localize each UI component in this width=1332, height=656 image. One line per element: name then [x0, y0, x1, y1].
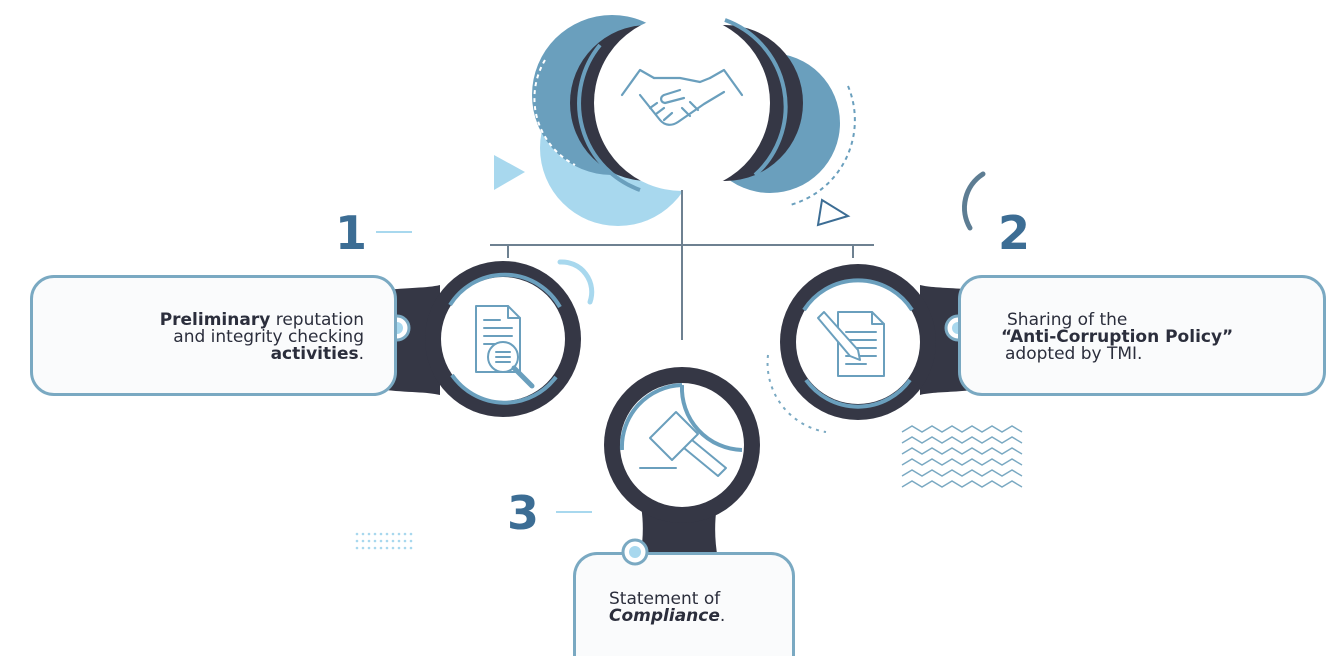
connector-dot-3 [621, 538, 649, 566]
step-2-policy-name: “Anti-Corruption Policy” [1001, 327, 1234, 347]
step-1-bold-end: activities [270, 344, 359, 364]
step-1-line-1: Preliminary reputation [33, 312, 364, 329]
step-3-card: Statement of Compliance. [573, 552, 795, 656]
step-number-3: 3 [507, 486, 540, 540]
step-1-period: . [358, 344, 364, 364]
step-1-line-2: and integrity checking [173, 327, 364, 347]
document-pencil-icon [817, 311, 885, 377]
handshake-icon [620, 68, 744, 126]
step-1-text-1: reputation [270, 310, 364, 330]
play-triangle-decor [494, 155, 525, 190]
node-3-shape [604, 367, 760, 585]
document-magnifier-icon [475, 305, 535, 389]
connector-lines [490, 190, 874, 340]
step-number-1: 1 [335, 206, 368, 260]
triangle-outline-decor [816, 198, 851, 227]
step-3-period: . [719, 606, 726, 626]
step-1-card: Preliminary reputation and integrity che… [30, 275, 397, 396]
step-3-line-1: Statement of [609, 589, 721, 609]
step-2-line-2: “Anti-Corruption Policy” [1001, 329, 1323, 346]
arc-decor-left [557, 259, 595, 305]
step-1-bold-word: Preliminary [159, 310, 271, 330]
step-3-compliance: Compliance [609, 606, 720, 626]
step-1-line-3: activities. [33, 346, 364, 363]
step-number-2: 2 [998, 206, 1031, 260]
step-2-line-3: adopted by TMI. [1005, 344, 1143, 364]
arc-decor-right [961, 171, 986, 231]
number-dashes [376, 231, 592, 513]
step-2-line-1: Sharing of the [1007, 310, 1128, 330]
zigzag-decor [901, 425, 1023, 488]
step-2-card: Sharing of the “Anti-Corruption Policy” … [958, 275, 1326, 396]
gavel-icon [639, 411, 727, 477]
step-3-line-2: Compliance. [609, 608, 792, 625]
top-decoration [532, 15, 856, 226]
